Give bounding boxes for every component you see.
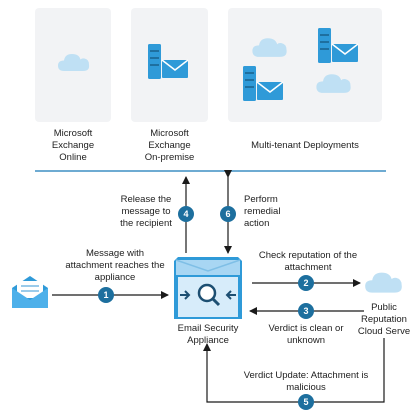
email-security-appliance-icon [174, 257, 242, 319]
cloud-icon [252, 38, 287, 57]
multitenant-label: Multi-tenant Deployments [251, 140, 359, 151]
step-6-badge: 6 [220, 206, 236, 222]
multitenant-panel [228, 8, 382, 122]
step-3-badge: 3 [298, 303, 314, 319]
step-2-label: Check reputation of the attachment [258, 250, 358, 273]
server-mail-icon [318, 28, 359, 63]
step-3-label: Verdict is clean or unknown [268, 323, 344, 346]
cloud-icon [58, 54, 90, 71]
server-mail-icon [243, 66, 284, 101]
step-4-badge: 4 [178, 206, 194, 222]
step-1-badge: 1 [98, 287, 114, 303]
step-5-badge: 5 [298, 394, 314, 410]
cloud-icon [365, 272, 402, 293]
email-envelope-icon [12, 276, 48, 308]
exchange-online-label: Microsoft Exchange Online [51, 128, 95, 163]
appliance-label: Email Security Appliance [177, 323, 239, 346]
step-2-badge: 2 [298, 275, 314, 291]
cloud-icon [316, 74, 351, 93]
step-6-label: Perform remedial action [244, 194, 281, 229]
server-mail-icon [148, 44, 189, 79]
step-5-label: Verdict Update: Attachment is malicious [243, 370, 369, 393]
step-1-label: Message with attachment reaches the appl… [65, 248, 165, 283]
cloud-service-label: Public Reputation Cloud Serve [357, 302, 411, 337]
arrow-step-5 [203, 338, 385, 403]
step-4-label: Release the message to the recipient [120, 194, 172, 229]
exchange-onpremise-label: Microsoft Exchange On-premise [144, 128, 195, 163]
